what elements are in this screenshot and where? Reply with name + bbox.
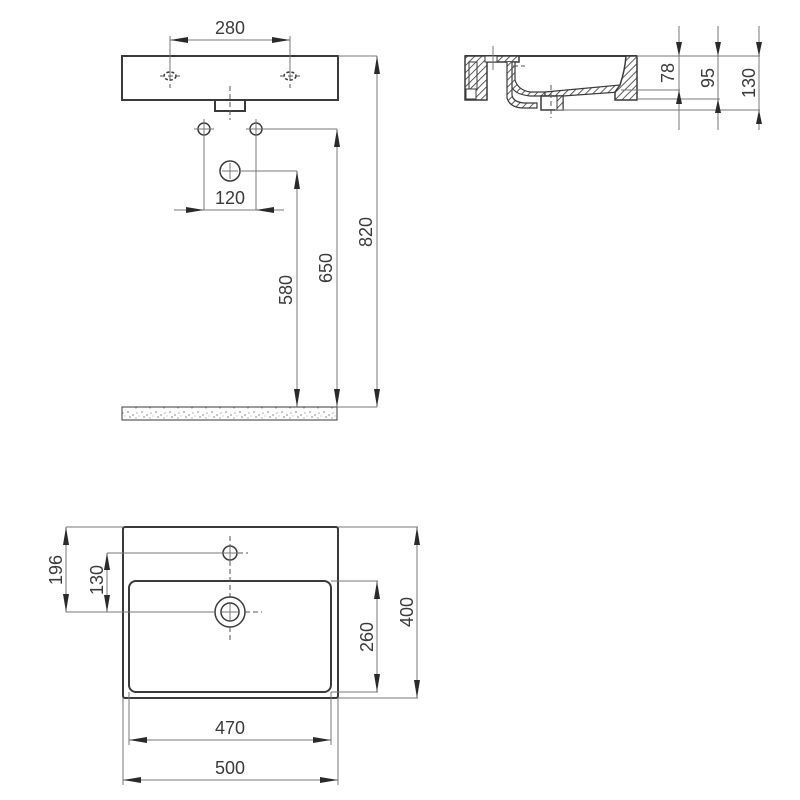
dim-500: 500	[215, 758, 245, 778]
waste-hole	[214, 596, 262, 642]
dim-196: 196	[46, 555, 66, 585]
dim-130-section: 130	[739, 68, 759, 98]
dim-78: 78	[658, 63, 678, 83]
dim-650: 650	[316, 253, 336, 283]
dim-820: 820	[356, 217, 376, 247]
dim-470: 470	[215, 718, 245, 738]
dim-260: 260	[357, 622, 377, 652]
dim-120: 120	[215, 188, 245, 208]
section-view: 78 95 130	[464, 26, 762, 130]
waste-point	[219, 160, 241, 182]
front-view: 280 120 580	[121, 18, 380, 421]
dim-130-top: 130	[87, 565, 107, 595]
dim-580: 580	[276, 275, 296, 305]
dim-280: 280	[215, 18, 245, 38]
floor	[121, 406, 338, 421]
dim-95: 95	[698, 68, 718, 88]
supply-point-left	[194, 119, 214, 139]
dim-400: 400	[397, 597, 417, 627]
tap-hole	[222, 536, 248, 598]
top-view: 196 130 260 400 470 500	[46, 526, 420, 785]
basin-front-outline	[121, 55, 339, 101]
